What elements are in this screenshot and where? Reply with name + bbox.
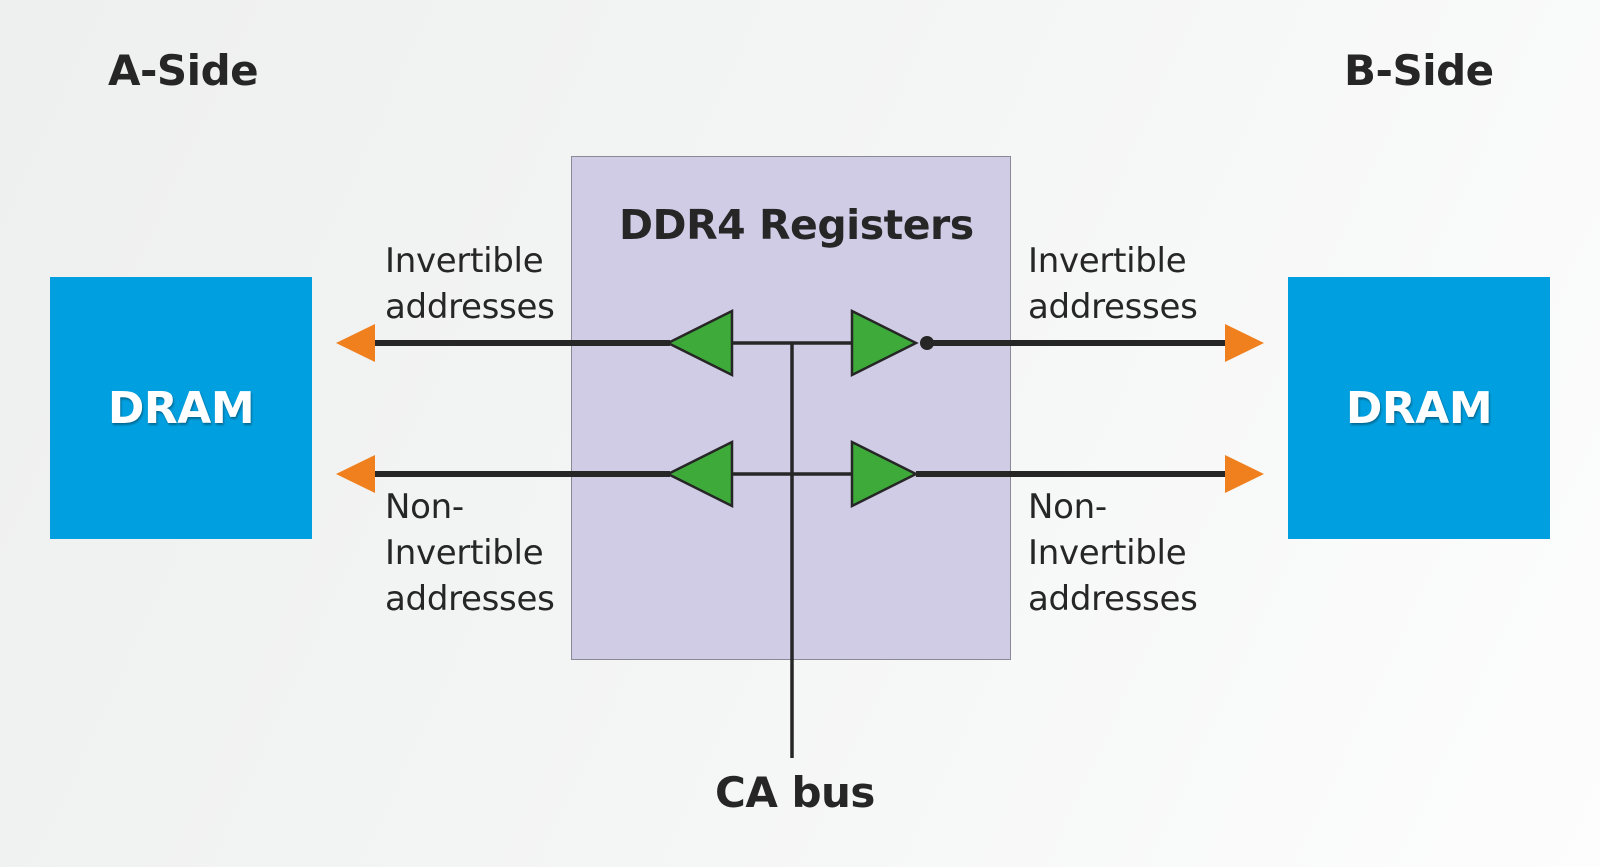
invertible-b-side-buffer-icon bbox=[850, 308, 919, 378]
non-invertible-a-side-label: Non- Invertible addresses bbox=[385, 487, 555, 619]
a-side-dram-block: DRAM bbox=[50, 277, 312, 539]
b-side-dram-block: DRAM bbox=[1288, 277, 1550, 539]
invertible-b-side-arrow-icon bbox=[1225, 324, 1264, 362]
non-invertible-b-side-arrow-icon bbox=[1225, 455, 1264, 493]
register-title: DDR4 Registers bbox=[619, 201, 974, 249]
non-invertible-b-side-label: Non- Invertible addresses bbox=[1028, 487, 1198, 619]
invertible-a-side-arrow-icon bbox=[336, 324, 375, 362]
non-invertible-a-side-arrow-icon bbox=[336, 455, 375, 493]
b-side-dram-label: DRAM bbox=[1345, 382, 1493, 434]
non-invertible-a-side-buffer-icon bbox=[665, 439, 734, 509]
a-side-title: A-Side bbox=[108, 46, 259, 95]
non-invertible-b-side-buffer-icon bbox=[850, 439, 919, 509]
a-side-dram-label: DRAM bbox=[107, 382, 255, 434]
invertible-a-side-label: Invertible addresses bbox=[385, 241, 555, 327]
b-side-title: B-Side bbox=[1344, 46, 1494, 95]
inversion-bubble-icon bbox=[920, 336, 934, 350]
invertible-a-side-buffer-icon bbox=[665, 308, 734, 378]
invertible-b-side-label: Invertible addresses bbox=[1028, 241, 1198, 327]
ca-bus-label: CA bus bbox=[715, 768, 875, 817]
